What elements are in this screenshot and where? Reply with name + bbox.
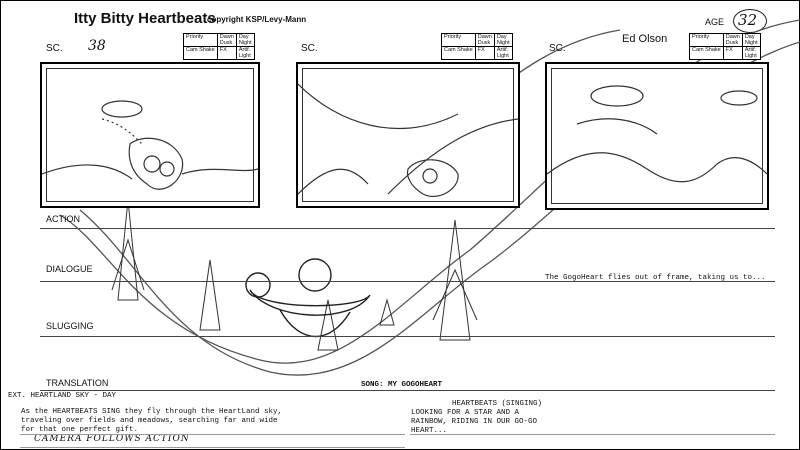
lyric-rule <box>410 434 775 435</box>
translation-line <box>40 390 775 391</box>
dawn-cell: Dawn <box>725 34 740 40</box>
night-cell: Night <box>744 40 758 46</box>
page-number: 32 <box>738 11 758 29</box>
translation-label: TRANSLATION <box>46 378 109 388</box>
page-label-fragment: AGE <box>705 17 725 27</box>
page-number-circle <box>733 9 767 33</box>
panel-3-safe-area <box>551 68 763 204</box>
script-description: As the HEARTBEATS SING they fly through … <box>21 408 282 435</box>
slugging-line <box>40 336 775 337</box>
day-cell: Day <box>744 34 755 40</box>
sheet-title: Itty Bitty Heartbeats <box>74 10 216 27</box>
description-line: for that one perfect gift. <box>21 426 139 434</box>
description-line: As the HEARTBEATS SING they fly through … <box>21 408 283 416</box>
script-character: HEARTBEATS (SINGING) <box>452 400 543 408</box>
day-cell: Day <box>238 34 249 40</box>
description-line: traveling over fields and meadows, searc… <box>21 417 278 425</box>
panel-1-scene-number: 38 <box>88 38 106 54</box>
artif-cell: Artif. <box>496 47 509 53</box>
dialogue-line <box>40 281 775 282</box>
script-slug: EXT. HEARTLAND SKY - DAY <box>8 392 117 400</box>
artif-cell: Artif. <box>744 47 757 53</box>
fx-cell: FX <box>722 46 743 60</box>
priority-cell: Priority <box>183 33 218 47</box>
artist-name: Ed Olson <box>622 33 668 45</box>
lyric-line: RAINBOW, RIDING IN OUR GO-GO <box>411 418 538 426</box>
night-cell: Night <box>238 40 252 46</box>
fx-cell: FX <box>216 46 237 60</box>
dusk-cell: Dusk <box>477 40 491 46</box>
cam-shake-cell: Cam Shake <box>441 46 476 60</box>
song-title: SONG: MY GOGOHEART <box>361 381 443 389</box>
panel-2-drawing <box>298 83 518 197</box>
action-line <box>40 228 775 229</box>
slugging-label: SLUGGING <box>46 321 94 331</box>
panel-2-sc-label: SC. <box>301 43 318 54</box>
action-label: ACTION <box>46 214 81 224</box>
dawn-cell: Dawn <box>219 34 234 40</box>
panel-1-safe-area <box>46 68 254 202</box>
dusk-cell: Dusk <box>219 40 233 46</box>
dawn-cell: Dawn <box>477 34 492 40</box>
handwritten-camera-note: CAMERA FOLLOWS ACTION <box>34 434 190 444</box>
copyright-notice: copyright KSP/Levy-Mann <box>207 15 307 24</box>
day-cell: Day <box>496 34 507 40</box>
cam-shake-cell: Cam Shake <box>183 46 218 60</box>
lyric-line: HEART... <box>411 427 448 435</box>
dusk-cell: Dusk <box>725 40 739 46</box>
cam-shake-cell: Cam Shake <box>689 46 724 60</box>
note-line <box>20 447 405 448</box>
script-lyrics: LOOKING FOR A STAR AND A RAINBOW, RIDING… <box>411 409 537 436</box>
panel-2-safe-area <box>302 68 514 202</box>
panel-1-drawing <box>42 100 258 190</box>
priority-cell: Priority <box>441 33 476 47</box>
panel-1-sc-label: SC. <box>46 43 63 54</box>
light-cell: Light <box>238 53 251 59</box>
note-line <box>20 434 405 435</box>
panel-3-sc-label: SC. <box>549 43 566 54</box>
artif-cell: Artif. <box>238 47 251 53</box>
night-cell: Night <box>496 40 510 46</box>
panel-3-drawing <box>547 85 767 183</box>
dialogue-note: The GogoHeart flies out of frame, taking… <box>545 274 766 282</box>
panel-2-frame <box>296 62 520 208</box>
lyric-line: LOOKING FOR A STAR AND A <box>411 409 520 417</box>
fx-cell: FX <box>474 46 495 60</box>
panel-1-frame <box>40 62 260 208</box>
priority-cell: Priority <box>689 33 724 47</box>
light-cell: Light <box>496 53 509 59</box>
light-cell: Light <box>744 53 757 59</box>
panel-3-frame <box>545 62 769 210</box>
dialogue-label: DIALOGUE <box>46 264 93 274</box>
